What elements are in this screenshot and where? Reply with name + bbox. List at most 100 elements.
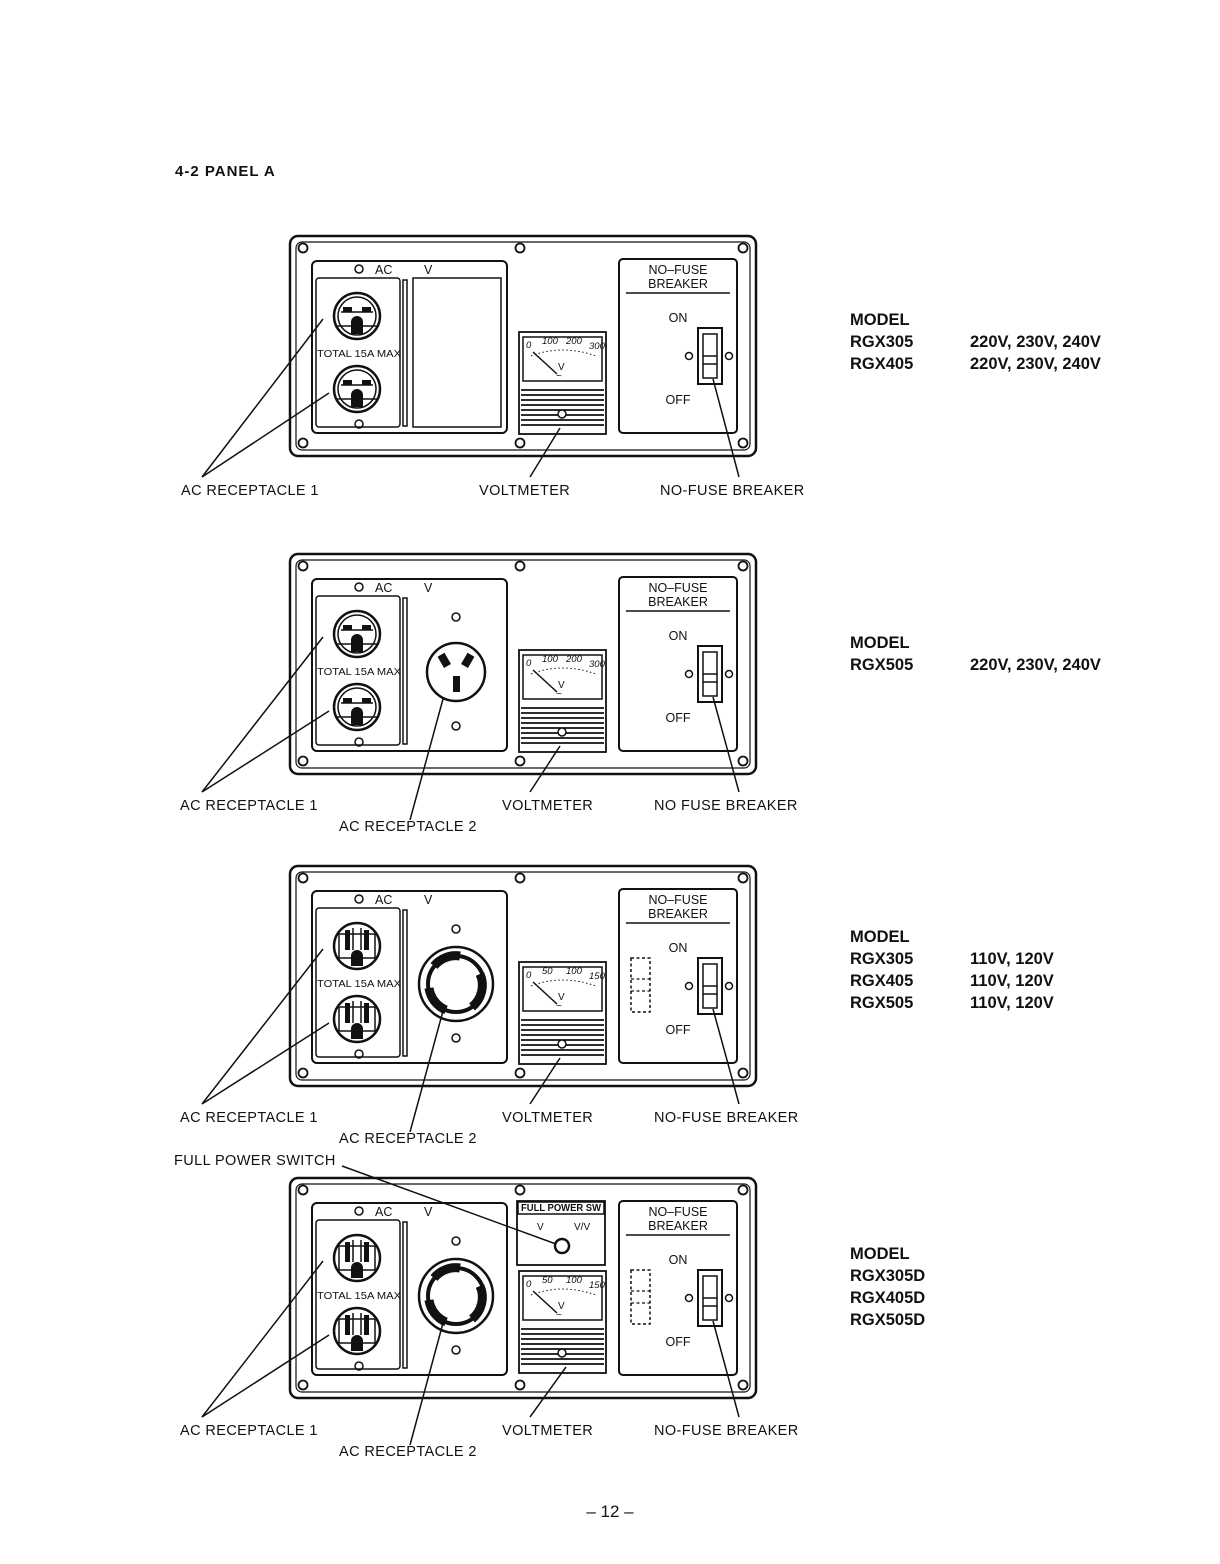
- leader-lines: [201, 948, 740, 1133]
- mounting-screw: [737, 872, 749, 884]
- breaker-outline-dashed: [630, 957, 651, 1013]
- mounting-screw: [514, 872, 526, 884]
- meter-unit-label: V: [558, 992, 565, 1003]
- voltmeter-label: VOLTMETER: [479, 483, 570, 499]
- ac-outlet-icon: [332, 921, 382, 971]
- mounting-screw: [297, 437, 309, 449]
- model-name: RGX405: [850, 355, 913, 373]
- model-name: RGX405: [850, 972, 913, 990]
- mounting-screw: [514, 1379, 526, 1391]
- panel-plate: [288, 234, 758, 458]
- switch-v-label: V: [537, 1222, 544, 1233]
- model-voltage: 110V, 120V: [970, 994, 1054, 1012]
- ac-label: AC: [375, 263, 392, 277]
- switch-vv-label: V/V: [574, 1222, 590, 1233]
- ac-outlet-icon: [332, 609, 382, 659]
- page-number: – 12 –: [586, 1502, 634, 1521]
- mounting-screw: [737, 755, 749, 767]
- breaker-toggle: [697, 327, 723, 385]
- v-label: V: [424, 1205, 433, 1219]
- ac-receptacle-2-label: AC RECEPTACLE 2: [339, 819, 477, 835]
- mounting-screw: [737, 437, 749, 449]
- meter-tick-label: 0: [526, 1279, 532, 1290]
- breaker-outline-dashed: [630, 1269, 651, 1325]
- meter-ac-symbol: ~: [556, 689, 562, 700]
- ac-receptacle-2-label: AC RECEPTACLE 2: [339, 1131, 477, 1147]
- v-label: V: [424, 893, 433, 907]
- model-name: RGX305D: [850, 1267, 925, 1285]
- ac-receptacle-1-label: AC RECEPTACLE 1: [180, 798, 318, 814]
- breaker-title-2: BREAKER: [648, 595, 708, 609]
- ac-receptacle-2-icon: [425, 641, 487, 703]
- v-label: V: [424, 263, 433, 277]
- meter-tick-label: 0: [526, 340, 532, 351]
- panel-plate: [288, 552, 758, 776]
- receptacle-frame: [311, 890, 508, 1064]
- mounting-screw: [297, 872, 309, 884]
- section-heading: 4-2 PANEL A: [175, 163, 276, 180]
- model-title: MODEL: [850, 634, 910, 652]
- breaker-title-2: BREAKER: [648, 907, 708, 921]
- no-fuse-breaker-label: NO-FUSE BREAKER: [660, 483, 805, 499]
- rotary-knob-icon: [553, 1237, 571, 1255]
- mounting-screw: [297, 1067, 309, 1079]
- leader-lines: [201, 318, 740, 478]
- model-name: RGX405D: [850, 1289, 925, 1307]
- ac-outlet-icon: [332, 994, 382, 1044]
- panel-plate: [288, 864, 758, 1088]
- meter-tick-label: 150: [589, 1280, 606, 1291]
- voltmeter-label: VOLTMETER: [502, 1423, 593, 1439]
- panel-plate: [288, 1176, 758, 1400]
- breaker-off-label: OFF: [666, 393, 691, 407]
- model-name: RGX305: [850, 333, 913, 351]
- voltmeter-label: VOLTMETER: [502, 798, 593, 814]
- breaker-title-1: NO–FUSE: [648, 581, 707, 595]
- meter-tick-label: 0: [526, 970, 532, 981]
- full-power-switch-label: FULL POWER SWITCH: [174, 1153, 336, 1169]
- breaker-title-1: NO–FUSE: [648, 263, 707, 277]
- voltmeter-label: VOLTMETER: [502, 1110, 593, 1126]
- breaker-title-1: NO–FUSE: [648, 1205, 707, 1219]
- mounting-screw: [514, 560, 526, 572]
- mounting-screw: [514, 1184, 526, 1196]
- model-title: MODEL: [850, 311, 910, 329]
- total-rating-label: TOTAL 15A MAX: [317, 1291, 401, 1302]
- meter-needle: [532, 1290, 558, 1314]
- receptacle-frame: [311, 578, 508, 752]
- mounting-screw: [514, 242, 526, 254]
- model-name: RGX505: [850, 994, 913, 1012]
- meter-tick-label: 100: [566, 1275, 583, 1286]
- no-fuse-breaker-label: NO FUSE BREAKER: [654, 798, 798, 814]
- meter-unit-label: V: [558, 362, 565, 373]
- breaker-toggle: [697, 1269, 723, 1327]
- model-name: RGX305: [850, 950, 913, 968]
- meter-needle: [532, 669, 558, 693]
- meter-needle: [532, 981, 558, 1005]
- meter-ac-symbol: ~: [556, 1001, 562, 1012]
- breaker-title-2: BREAKER: [648, 1219, 708, 1233]
- meter-tick-label: 50: [542, 1275, 553, 1286]
- breaker-off-label: OFF: [666, 1023, 691, 1037]
- ac-label: AC: [375, 893, 392, 907]
- breaker-off-label: OFF: [666, 711, 691, 725]
- blank-cover-plate: [412, 277, 502, 428]
- breaker-toggle: [697, 957, 723, 1015]
- model-voltage: 110V, 120V: [970, 972, 1054, 990]
- ac-pilot-lamp: [354, 894, 364, 904]
- breaker-off-label: OFF: [666, 1335, 691, 1349]
- breaker-on-label: ON: [669, 1253, 688, 1267]
- total-rating-label: TOTAL 15A MAX: [317, 979, 401, 990]
- breaker-on-label: ON: [669, 311, 688, 325]
- meter-tick-label: 200: [565, 654, 583, 665]
